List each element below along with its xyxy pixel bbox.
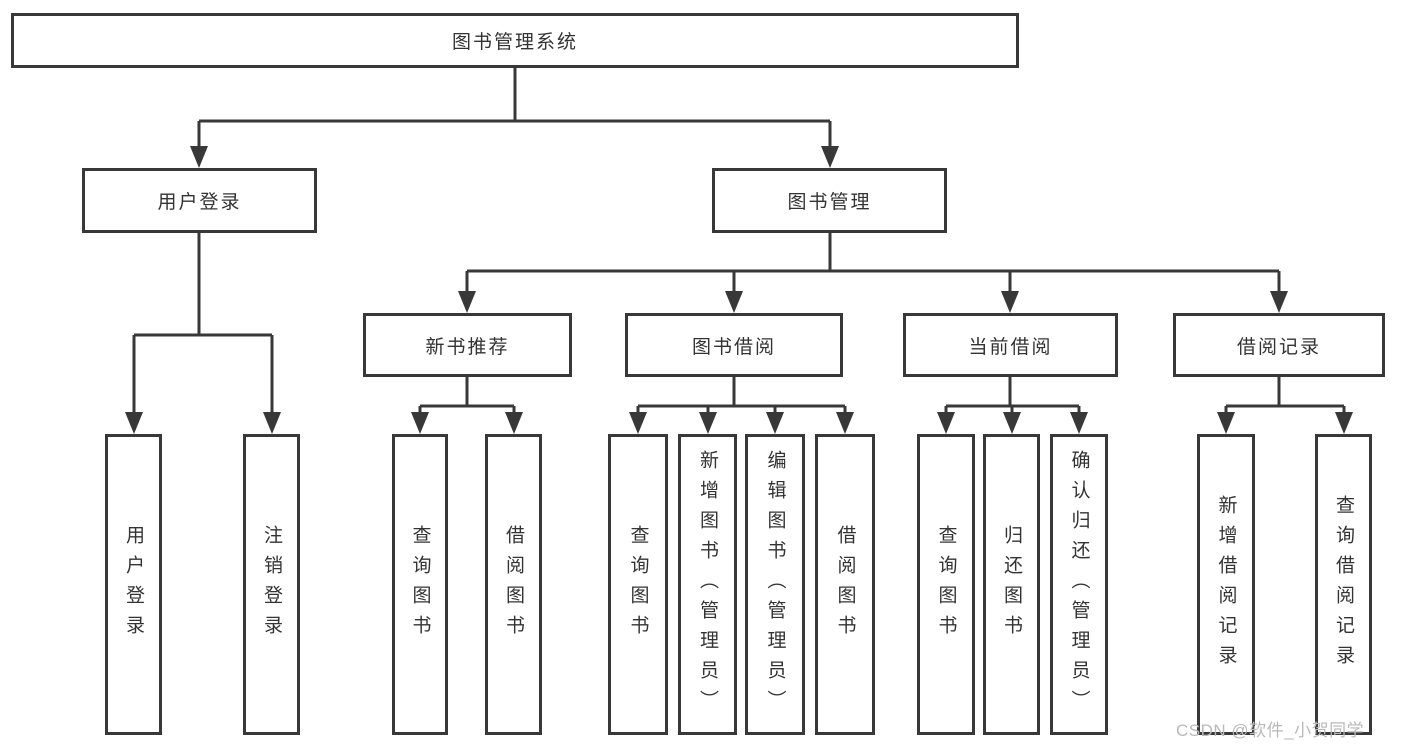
arrow-heads (125, 146, 1353, 434)
leaf-label: 编辑图书（管理员） (764, 449, 786, 720)
node-label: 图书管理系统 (451, 32, 578, 53)
leaf-add-borrow-record: 新增借阅记录 (1197, 434, 1255, 735)
node-new-book-recommend: 新书推荐 (363, 313, 572, 377)
leaf-query-borrow-record: 查询借阅记录 (1315, 434, 1372, 735)
leaf-label: 注销登录 (261, 524, 282, 645)
leaf-borrow-books: 借阅图书 (815, 434, 875, 735)
arrow-down-icon (1001, 291, 1019, 313)
csdn-watermark: CSDN @软件_小贺同学 (1176, 721, 1365, 740)
arrow-down-icon (1003, 412, 1021, 434)
leaf-user-login: 用户登录 (105, 434, 162, 735)
arrow-down-icon (629, 412, 647, 434)
leaf-label: 借阅图书 (503, 524, 524, 645)
node-user-login: 用户登录 (82, 168, 317, 233)
arrow-down-icon (505, 412, 523, 434)
leaf-edit-book-admin: 编辑图书（管理员） (745, 434, 805, 735)
arrow-down-icon (699, 412, 717, 434)
arrow-down-icon (411, 412, 429, 434)
arrow-down-icon (125, 412, 143, 434)
arrow-down-icon (836, 412, 854, 434)
node-book-borrowing: 图书借阅 (625, 313, 843, 377)
node-current-borrowing: 当前借阅 (903, 313, 1118, 377)
node-label: 图书借阅 (691, 336, 776, 358)
leaf-label: 借阅图书 (834, 524, 856, 645)
leaf-query-books-borrow: 查询图书 (608, 434, 668, 735)
leaf-label: 用户登录 (123, 524, 144, 645)
leaf-query-books-current: 查询图书 (917, 434, 975, 735)
node-label: 用户登录 (157, 192, 242, 213)
node-label: 借阅记录 (1236, 336, 1321, 358)
leaf-confirm-return-admin: 确认归还（管理员） (1050, 434, 1108, 735)
leaf-logout: 注销登录 (243, 434, 300, 735)
arrow-down-icon (1217, 412, 1235, 434)
node-root-system: 图书管理系统 (11, 13, 1019, 68)
arrow-down-icon (458, 291, 476, 313)
leaf-label: 查询图书 (935, 524, 957, 645)
leaf-query-books-recommend: 查询图书 (392, 434, 448, 735)
arrow-down-icon (821, 146, 839, 168)
arrow-down-icon (190, 146, 208, 168)
leaf-label: 查询借阅记录 (1333, 494, 1354, 675)
arrow-down-icon (766, 412, 784, 434)
leaf-label: 查询图书 (409, 524, 431, 645)
leaf-borrow-books-recommend: 借阅图书 (485, 434, 542, 735)
arrow-down-icon (263, 412, 281, 434)
leaf-label: 归还图书 (1001, 524, 1022, 645)
leaf-label: 新增借阅记录 (1215, 494, 1237, 675)
arrow-down-icon (937, 412, 955, 434)
leaf-return-book: 归还图书 (983, 434, 1040, 735)
leaf-label: 新增图书（管理员） (697, 449, 718, 720)
arrow-down-icon (1070, 412, 1088, 434)
arrow-down-icon (1335, 412, 1353, 434)
arrow-down-icon (1270, 291, 1288, 313)
leaf-add-book-admin: 新增图书（管理员） (678, 434, 737, 735)
node-book-management: 图书管理 (712, 168, 947, 233)
node-label: 当前借阅 (968, 336, 1053, 358)
leaf-label: 查询图书 (627, 524, 649, 645)
node-borrowing-records: 借阅记录 (1173, 313, 1385, 377)
leaf-label: 确认归还（管理员） (1068, 449, 1090, 720)
arrow-down-icon (725, 291, 743, 313)
node-label: 图书管理 (787, 192, 872, 213)
node-label: 新书推荐 (425, 336, 510, 358)
